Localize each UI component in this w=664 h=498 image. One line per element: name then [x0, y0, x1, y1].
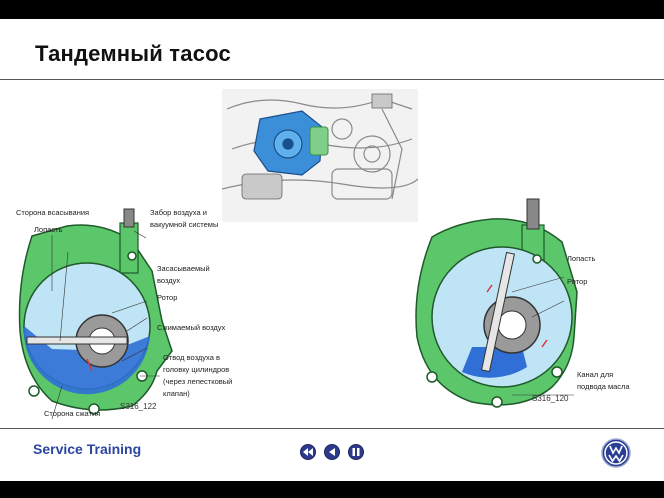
skip-back-icon — [303, 448, 313, 456]
back-icon — [328, 448, 335, 456]
label-sucked-air-2: воздух — [157, 276, 181, 285]
figure-code-left: S316_122 — [120, 402, 157, 411]
label-intake-2: вакуумной системы — [150, 220, 219, 229]
figure-code-right: S316_120 — [532, 394, 569, 403]
label-vane-right: Лопасть — [567, 254, 596, 263]
label-oil-channel: Канал для — [577, 370, 614, 379]
previous-slide-button[interactable] — [324, 444, 340, 460]
label-intake: Забор воздуха и — [150, 208, 207, 217]
first-slide-button[interactable] — [300, 444, 316, 460]
label-vane-left: Лопасть — [34, 225, 63, 234]
pause-icon — [352, 448, 360, 456]
label-outlet-2: головку цилиндров — [163, 365, 230, 374]
title-divider — [0, 79, 664, 80]
label-oil-channel-2: подвода масла — [577, 382, 630, 391]
label-compressed-air: Сжимаемый воздух — [157, 323, 226, 332]
slide: Тандемный тасос — [0, 19, 664, 481]
vw-logo — [601, 438, 631, 468]
label-rotor-left: Ротор — [157, 293, 178, 302]
engine-photo — [222, 89, 418, 222]
label-rotor-right: Ротор — [567, 277, 588, 286]
label-outlet: Отвод воздуха в — [163, 353, 220, 362]
service-training-label: Service Training — [33, 441, 142, 457]
footer-divider — [0, 428, 664, 429]
pause-button[interactable] — [348, 444, 364, 460]
label-outlet-4: клапан) — [163, 389, 190, 398]
label-sucked-air: Засасываемый — [157, 264, 210, 273]
pump-diagram-rotor — [415, 198, 578, 408]
label-outlet-3: (через лепестковый — [163, 377, 233, 386]
label-pressure-side: Сторона сжатия — [44, 409, 101, 418]
slide-title: Тандемный тасос — [35, 41, 231, 66]
pump-diagram-suction — [18, 208, 173, 420]
label-suction-side: Сторона всасывания — [16, 208, 90, 217]
